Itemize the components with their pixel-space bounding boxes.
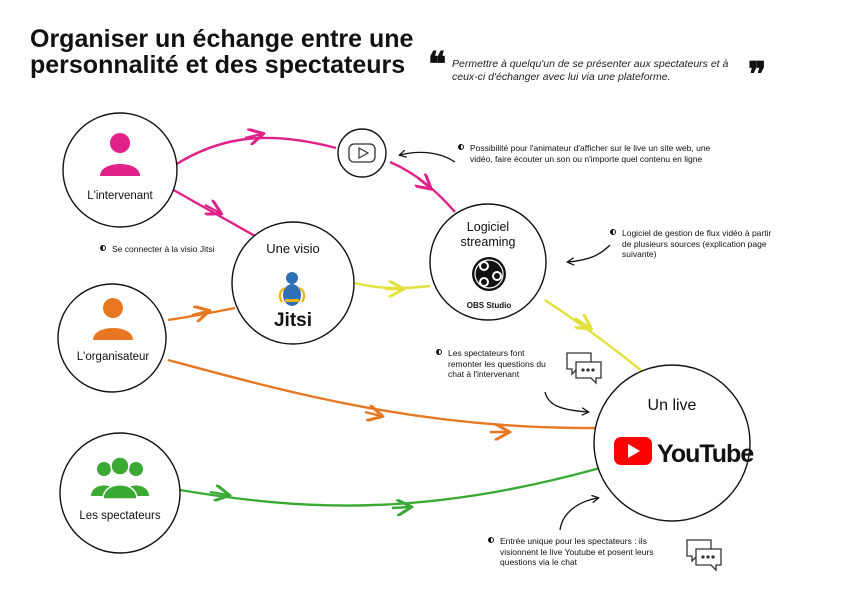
obs-note-text: Logiciel de gestion de flux vidéo à part… xyxy=(622,228,772,259)
node-streaming-label-line2: streaming xyxy=(461,235,516,249)
bullet-icon xyxy=(436,349,442,355)
pointer-entry-note xyxy=(559,498,598,531)
arrow-mid-yellow-2 xyxy=(575,318,590,328)
visio-note-text: Se connecter à la visio Jitsi xyxy=(112,244,215,254)
quote-text: Permettre à quelqu'un de se présenter au… xyxy=(452,58,729,83)
chat-icon xyxy=(566,352,602,385)
arrow-visio-to-streaming xyxy=(354,281,431,290)
arrow-organisateur-to-visio xyxy=(167,306,236,322)
quote-open-icon: ❝ xyxy=(428,45,447,85)
arrow-content-to-streaming xyxy=(389,160,456,213)
pointer-obs-note xyxy=(568,244,611,262)
bullet-icon xyxy=(610,229,616,235)
quote-close-icon: ❞ xyxy=(748,55,767,95)
youtube-logo-icon xyxy=(614,437,652,465)
node-organisateur-label: L'organisateur xyxy=(77,351,150,363)
entry-note: Entrée unique pour les spectateurs : ils… xyxy=(488,536,680,568)
chat-icon xyxy=(686,539,722,572)
arrow-mid-pink-2 xyxy=(418,178,430,188)
obs-logo-icon xyxy=(472,257,506,291)
arrow-streaming-to-live xyxy=(544,299,644,373)
arrow-mid-green-1 xyxy=(209,492,228,495)
node-visio-brand: Jitsi xyxy=(274,310,312,331)
node-visio-label: Une visio xyxy=(266,241,319,256)
arrow-mid-pink-1 xyxy=(244,134,262,138)
quote-block: ❝ Permettre à quelqu'un de se présenter … xyxy=(428,45,798,92)
node-spectateurs-label: Les spectateurs xyxy=(79,510,160,522)
pointer-content-note xyxy=(400,152,456,163)
arrow-mid-orange-2 xyxy=(364,412,381,416)
obs-note: Logiciel de gestion de flux vidéo à part… xyxy=(610,228,782,260)
play-button-icon xyxy=(348,143,376,163)
arrow-spectateurs-to-live xyxy=(179,466,601,507)
node-live-brand: YouTube xyxy=(657,440,754,468)
node-streaming-brand: OBS Studio xyxy=(467,301,512,310)
content-note-text: Possibilité pour l'animateur d'afficher … xyxy=(470,143,711,164)
arrow-intervenant-to-content xyxy=(174,136,337,167)
entry-note-text: Entrée unique pour les spectateurs : ils… xyxy=(500,536,654,567)
arrow-organisateur-to-live xyxy=(167,358,601,430)
arrow-mid-pink-3 xyxy=(205,205,220,213)
bullet-icon xyxy=(458,144,464,150)
node-live-circle xyxy=(593,364,751,522)
group-icon xyxy=(91,456,149,500)
node-live-label: Un live xyxy=(648,397,697,414)
chat-note: Les spectateurs font remonter les questi… xyxy=(436,348,558,380)
bullet-icon xyxy=(100,245,106,251)
person-icon xyxy=(93,298,133,340)
person-icon xyxy=(100,133,140,176)
node-streaming-label-line1: Logiciel xyxy=(467,220,509,234)
arrow-intervenant-to-visio xyxy=(169,186,263,242)
arrow-mid-green-2 xyxy=(391,507,410,508)
pointer-chat-note xyxy=(544,391,588,412)
content-note: Possibilité pour l'animateur d'afficher … xyxy=(458,143,720,164)
jitsi-logo-icon xyxy=(278,272,306,306)
bullet-icon xyxy=(488,537,494,543)
chat-note-text: Les spectateurs font remonter les questi… xyxy=(448,348,546,379)
node-intervenant-label: L'intervenant xyxy=(87,190,153,202)
visio-note: Se connecter à la visio Jitsi xyxy=(100,244,252,255)
page-title: Organiser un échange entre une personnal… xyxy=(30,25,414,79)
arrow-mid-orange-1 xyxy=(191,311,208,315)
